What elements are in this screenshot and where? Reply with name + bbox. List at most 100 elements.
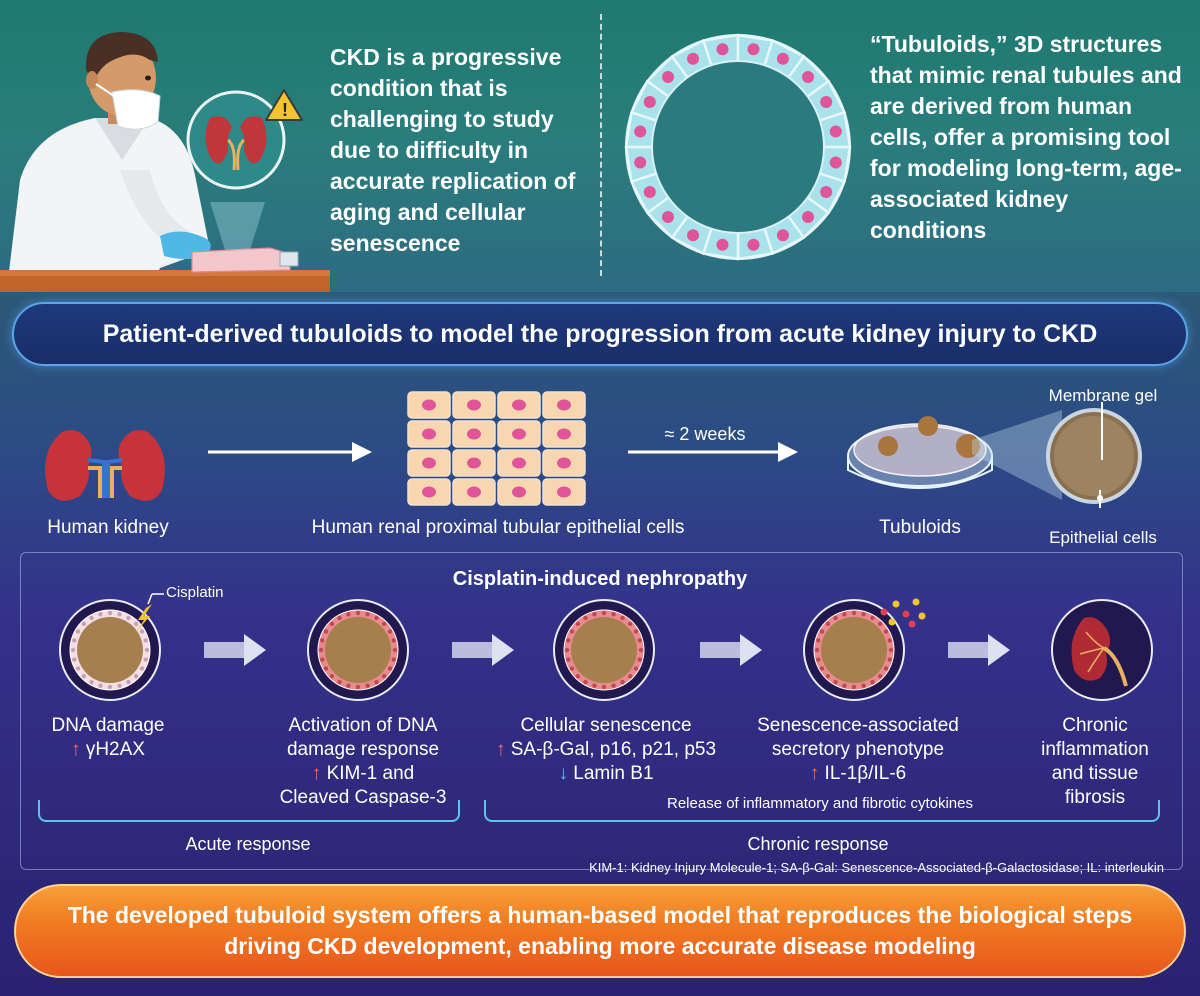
cell-nucleus <box>661 70 674 83</box>
step-chronic-inflammation: Chronic inflammation and tissue fibrosis <box>1041 715 1149 808</box>
section-divider <box>600 14 602 276</box>
main-title: Patient-derived tubuloids to model the p… <box>102 319 1098 348</box>
tubule-lumen <box>651 60 825 234</box>
main-title-banner: Patient-derived tubuloids to model the p… <box>12 302 1188 366</box>
cell-nucleus <box>776 52 789 65</box>
cell-nucleus <box>716 238 729 251</box>
tubuloids-label: Tubuloids <box>879 517 961 538</box>
kidney-label: Human kidney <box>47 517 169 538</box>
up-arrow-icon: ↑ <box>71 739 81 760</box>
cell-nucleus <box>422 428 436 440</box>
tubuloid-lumen <box>325 617 391 683</box>
cytokine-note: Release of inflammatory and fibrotic cyt… <box>667 795 973 812</box>
cisplatin-label: Cisplatin <box>166 584 224 601</box>
step-dna-damage-response: Activation of DNA damage response ↑ KIM-… <box>279 715 447 808</box>
cell-nucleus <box>557 457 571 469</box>
cell-nucleus <box>467 457 481 469</box>
tubuloid-stage-4 <box>803 599 905 701</box>
acute-bracket <box>38 800 460 822</box>
up-arrow-icon: ↑ <box>495 739 506 760</box>
workflow-illustration <box>45 391 1142 508</box>
cell-nucleus <box>643 96 656 109</box>
cell-nucleus <box>634 125 647 138</box>
cell-nucleus <box>422 486 436 498</box>
cell-nucleus <box>661 211 674 224</box>
cell-nucleus <box>687 229 700 242</box>
cell-nucleus <box>557 399 571 411</box>
cell-nucleus <box>716 43 729 56</box>
cell-nucleus <box>512 399 526 411</box>
kidney-icon <box>45 430 165 501</box>
cell-nucleus <box>467 486 481 498</box>
step-dna-damage: DNA damage ↑ γH2AX <box>51 715 165 760</box>
cell-nucleus <box>747 43 760 56</box>
cell-nucleus <box>512 486 526 498</box>
tubuloid-lumen <box>571 617 637 683</box>
lightning-icon <box>136 604 152 632</box>
tubuloid-stage-2 <box>307 599 409 701</box>
stage-illustrations <box>59 593 1153 701</box>
cell-nucleus <box>776 229 789 242</box>
cell-nucleus <box>512 428 526 440</box>
tubule-ring-illustration <box>624 33 852 261</box>
cell-nucleus <box>557 486 571 498</box>
down-arrow-icon: ↓ <box>558 763 568 784</box>
cell-nucleus <box>802 211 815 224</box>
cell-nucleus <box>643 185 656 198</box>
cytokine-dot <box>880 608 888 616</box>
cytokine-dot <box>902 610 910 618</box>
cell-nucleus <box>512 457 526 469</box>
cytokine-dot <box>918 612 926 620</box>
cells-label: Human renal proximal tubular epithelial … <box>311 517 685 538</box>
cell-nucleus <box>467 399 481 411</box>
abbreviation-footnote: KIM-1: Kidney Injury Molecule-1; SA-β-Ga… <box>589 860 1164 875</box>
scientist-illustration <box>0 32 330 292</box>
intro-section: ! CKD is a progressive condition that is… <box>0 0 1200 292</box>
duration-label: ≈ 2 weeks <box>664 424 746 444</box>
warning-icon <box>265 89 303 121</box>
cytokine-dot <box>888 618 896 626</box>
cell-nucleus <box>829 156 842 169</box>
tubuloid-lumen <box>77 617 143 683</box>
cell-grid <box>407 391 586 506</box>
cell-nucleus <box>747 238 760 251</box>
chronic-response-label: Chronic response <box>747 834 889 854</box>
step-sasp: Senescence-associated secretory phenotyp… <box>757 715 959 784</box>
conclusion-banner: The developed tubuloid system offers a h… <box>14 884 1186 978</box>
tubuloid-stage-1 <box>59 599 161 701</box>
tubuloid-description: “Tubuloids,” 3D structures that mimic re… <box>870 31 1182 243</box>
cell-nucleus <box>820 185 833 198</box>
chronic-bracket <box>484 800 1160 822</box>
step-cellular-senescence: Cellular senescence ↑ SA-β-Gal, p16, p21… <box>495 715 717 784</box>
conclusion-text: The developed tubuloid system offers a h… <box>67 902 1133 959</box>
acute-response-label: Acute response <box>185 834 311 854</box>
cell-nucleus <box>422 457 436 469</box>
panel-title: Cisplatin-induced nephropathy <box>452 568 748 590</box>
nephropathy-panel <box>20 552 1183 870</box>
fibrotic-kidney-icon <box>1051 599 1153 701</box>
cell-nucleus <box>467 428 481 440</box>
cell-nucleus <box>820 96 833 109</box>
process-arrow <box>452 634 514 666</box>
up-arrow-icon: ↑ <box>311 763 322 784</box>
warning-symbol: ! <box>282 100 288 120</box>
process-arrow <box>204 634 266 666</box>
cell-nucleus <box>422 399 436 411</box>
cytokine-dot <box>892 600 900 608</box>
cytokine-dot <box>908 620 916 628</box>
cell-nucleus <box>802 70 815 83</box>
cytokine-dot <box>912 598 920 606</box>
up-arrow-icon: ↑ <box>809 763 820 784</box>
process-arrow <box>700 634 762 666</box>
ckd-description: CKD is a progressive condition that is c… <box>330 44 576 256</box>
epithelial-cells-label: Epithelial cells <box>1049 528 1157 547</box>
membrane-gel-label: Membrane gel <box>1048 386 1158 405</box>
process-arrow <box>948 634 1010 666</box>
cell-nucleus <box>634 156 647 169</box>
tubuloid-stage-3 <box>553 599 655 701</box>
cell-nucleus <box>829 125 842 138</box>
petri-dish-icon <box>847 416 993 489</box>
cell-nucleus <box>687 52 700 65</box>
cell-nucleus <box>557 428 571 440</box>
tubuloid-lumen <box>821 617 887 683</box>
